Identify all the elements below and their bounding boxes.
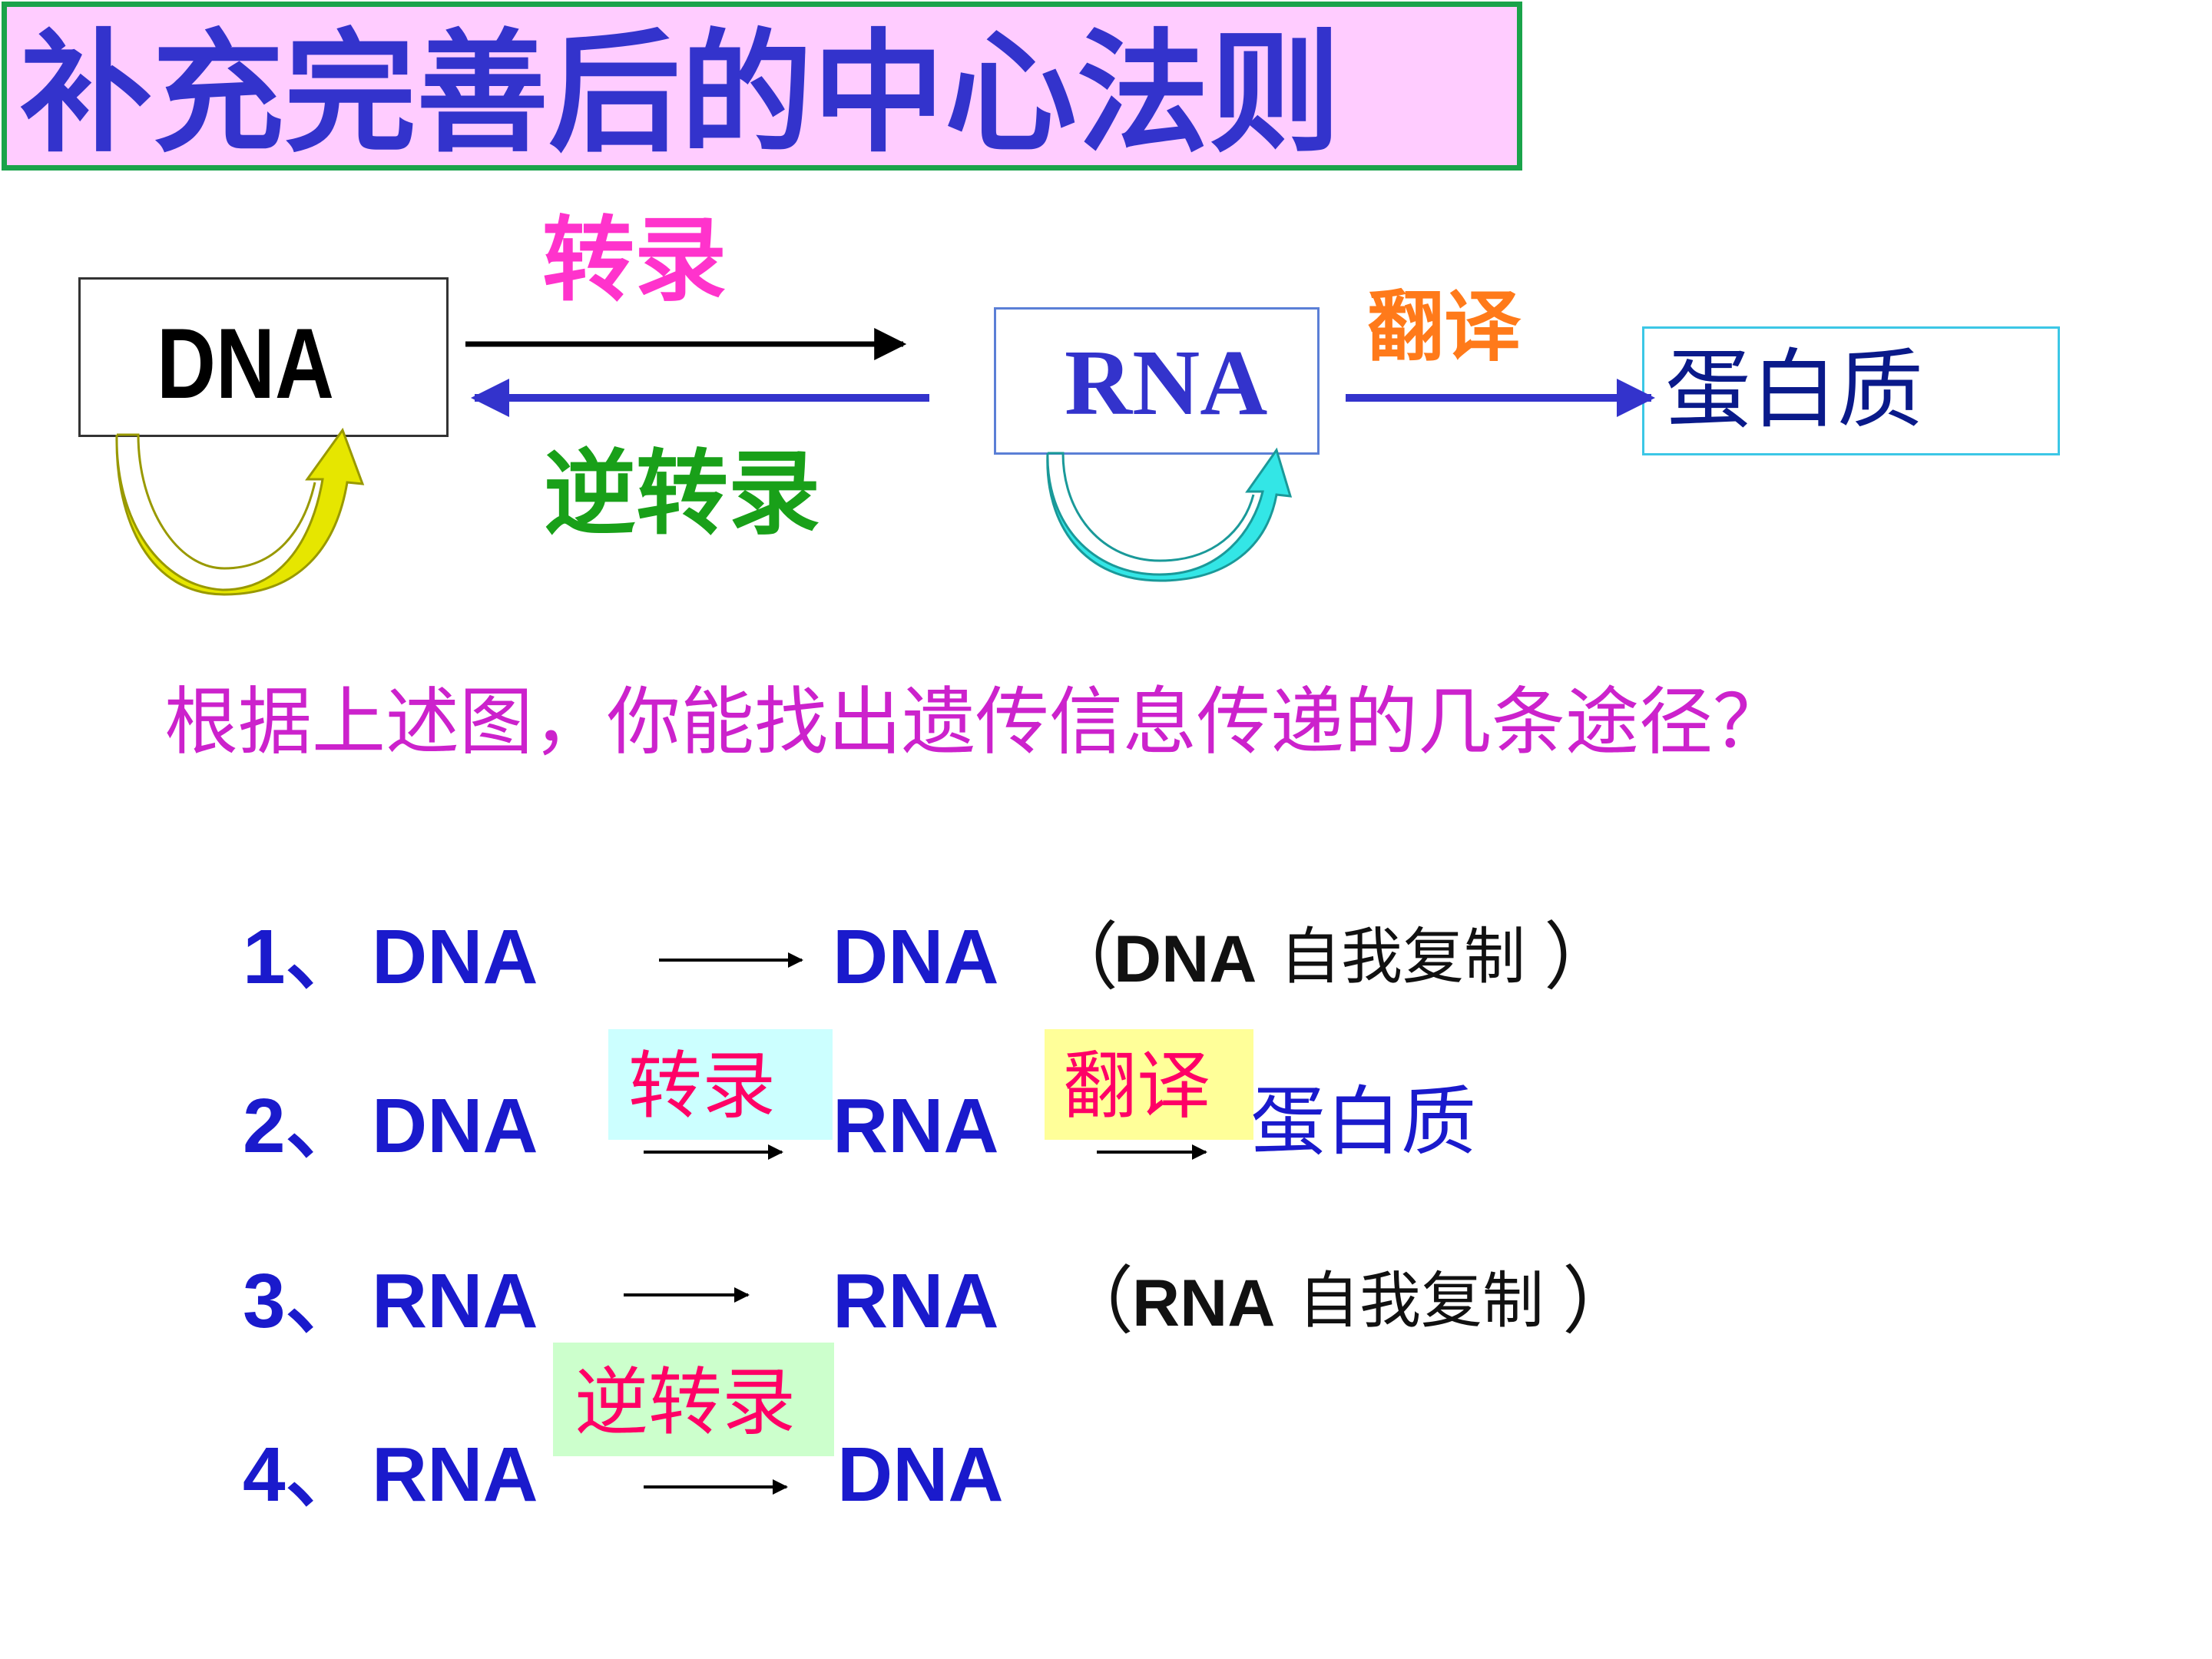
protein-node-box bbox=[1642, 326, 2060, 455]
pathway-1-note-en: DNA bbox=[1114, 922, 1257, 996]
pathway-2-number: 2、 bbox=[243, 1083, 363, 1169]
pathway-4-to: DNA bbox=[837, 1432, 1004, 1518]
dna-node-label: DNA bbox=[157, 307, 334, 419]
rna-node-label: RNA bbox=[1065, 331, 1268, 435]
transcription-label: 转录 bbox=[542, 207, 727, 314]
translation-label: 翻译 bbox=[1367, 282, 1521, 372]
protein-node-label: 蛋白质 bbox=[1665, 340, 1923, 440]
pathway-2-step1-label: 转录 bbox=[628, 1043, 776, 1129]
dna-node-box bbox=[78, 277, 449, 437]
pathway-1-note-cn: 自我复制 bbox=[1280, 921, 1525, 992]
pathway-3-to: RNA bbox=[833, 1258, 999, 1344]
pathway-1-from: DNA bbox=[372, 914, 538, 1000]
pathway-4-number: 4、 bbox=[243, 1432, 363, 1518]
translation-highlight bbox=[1045, 1029, 1253, 1140]
rna-node-box bbox=[994, 307, 1320, 455]
pathway-1-paren-close: ） bbox=[1544, 914, 1618, 1000]
pathway-3-number: 3、 bbox=[243, 1258, 363, 1344]
pathway-1-number: 1、 bbox=[243, 914, 363, 1000]
pathway-3-paren-open: （ bbox=[1060, 1258, 1134, 1344]
transcription-highlight bbox=[608, 1029, 833, 1140]
pathway-3-from: RNA bbox=[372, 1258, 538, 1344]
page-title: 补充完善后的中心法则 bbox=[20, 16, 1341, 171]
pathway-2-step2-label: 翻译 bbox=[1063, 1043, 1210, 1129]
pathway-4-from: RNA bbox=[372, 1432, 538, 1518]
pathway-1-paren-open: （ bbox=[1045, 914, 1118, 1000]
pathway-2-mid: RNA bbox=[833, 1083, 999, 1169]
reverse-transcription-highlight bbox=[553, 1343, 834, 1456]
pathway-3-paren-close: ） bbox=[1562, 1258, 1636, 1344]
pathway-1-to: DNA bbox=[833, 914, 999, 1000]
pathway-2-to: 蛋白质 bbox=[1250, 1078, 1477, 1166]
pathway-3-note-en: RNA bbox=[1132, 1267, 1276, 1340]
title-banner bbox=[2, 2, 1522, 171]
rna-replication-loop-arrow bbox=[1046, 447, 1293, 582]
pathway-2-from: DNA bbox=[372, 1083, 538, 1169]
pathway-4-step-label: 逆转录 bbox=[575, 1359, 796, 1445]
pathway-3-note-cn: 自我复制 bbox=[1298, 1265, 1544, 1336]
reverse-transcription-label: 逆转录 bbox=[544, 441, 820, 548]
dna-replication-loop-arrow bbox=[115, 427, 365, 596]
question-text: 根据上述图，你能找出遗传信息传递的几条途径？ bbox=[164, 679, 1786, 765]
